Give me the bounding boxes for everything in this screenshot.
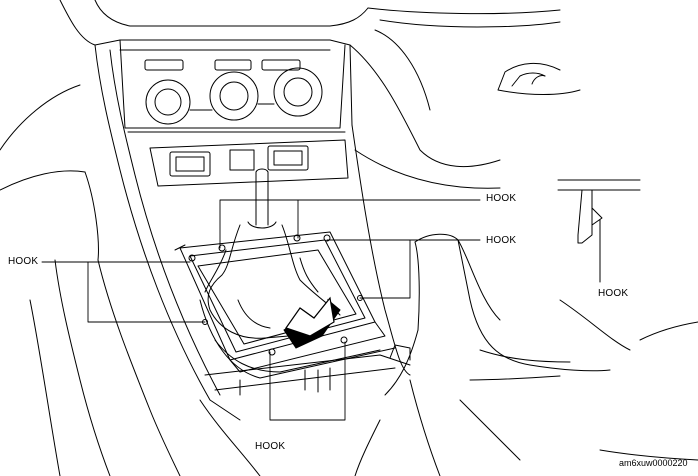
switch-panel — [149, 139, 349, 187]
right-side-panel — [559, 299, 698, 461]
shift-boot-panel — [174, 231, 396, 379]
shift-lever — [255, 168, 269, 226]
leader-lines — [41, 199, 481, 421]
center-console — [94, 39, 411, 421]
hook-label-bottom: HOOK — [255, 441, 286, 452]
vent-panel — [144, 59, 323, 125]
hook-detail-inset — [557, 179, 641, 283]
hook-label-detail: HOOK — [598, 288, 629, 299]
figure-code: am6xuw0000220 — [619, 458, 688, 468]
hook-markers — [188, 234, 363, 356]
hook-label-top: HOOK — [486, 193, 517, 204]
hook-label-left: HOOK — [8, 256, 39, 267]
hand-brake-lever — [354, 233, 611, 476]
dashboard-outline — [59, 0, 581, 189]
left-side-panel — [0, 84, 181, 476]
removal-direction-arrow — [283, 296, 341, 349]
hook-label-right: HOOK — [486, 235, 517, 246]
